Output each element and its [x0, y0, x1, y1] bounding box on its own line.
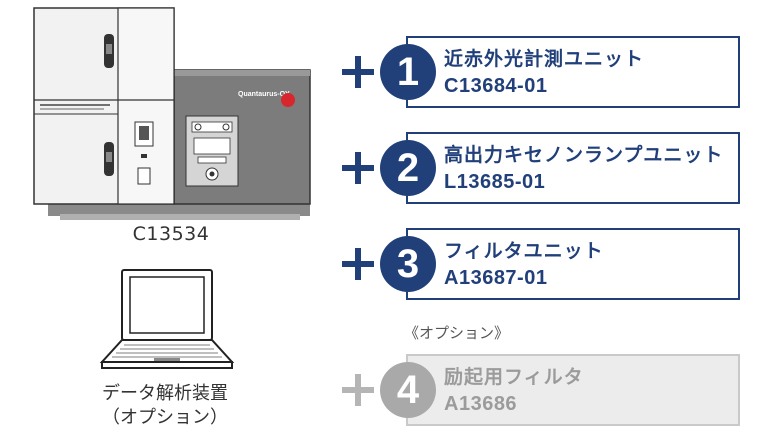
laptop-icon — [99, 269, 235, 369]
computer-caption-line1: データ解析装置 — [102, 383, 228, 404]
unit-1: 1 近赤外光計測ユニット C13684-01 — [340, 36, 750, 114]
unit-number-badge: 1 — [380, 44, 436, 100]
unit-4-optional: 4 励起用フィルタ A13686 — [340, 354, 750, 432]
unit-code: A13686 — [444, 393, 518, 415]
instrument-model-label: C13534 — [132, 223, 210, 245]
plus-icon — [340, 54, 376, 90]
unit-box: 励起用フィルタ A13686 — [406, 354, 740, 426]
unit-box: フィルタユニット A13687-01 — [406, 228, 740, 300]
unit-name: 励起用フィルタ — [444, 366, 584, 388]
unit-code: L13685-01 — [444, 171, 546, 193]
instrument-illustration: Quantaurus-QY — [33, 7, 311, 220]
plus-icon — [340, 246, 376, 282]
unit-name: 高出力キセノンランプユニット — [444, 144, 724, 166]
unit-2: 2 高出力キセノンランプユニット L13685-01 — [340, 132, 750, 210]
unit-name: フィルタユニット — [444, 240, 604, 262]
option-label: 《オプション》 — [404, 324, 510, 342]
unit-box: 近赤外光計測ユニット C13684-01 — [406, 36, 740, 108]
unit-code: A13687-01 — [444, 267, 548, 289]
plus-icon — [340, 372, 376, 408]
computer-caption-line2: （オプション） — [102, 407, 228, 428]
unit-name: 近赤外光計測ユニット — [444, 48, 645, 70]
unit-number-badge: 4 — [380, 362, 436, 418]
unit-3: 3 フィルタユニット A13687-01 — [340, 228, 750, 306]
unit-code: C13684-01 — [444, 75, 548, 97]
computer-caption: データ解析装置 （オプション） — [60, 382, 270, 430]
unit-number-badge: 2 — [380, 140, 436, 196]
plus-icon — [340, 150, 376, 186]
brand-mark: Quantaurus-QY — [238, 91, 290, 98]
unit-box: 高出力キセノンランプユニット L13685-01 — [406, 132, 740, 204]
unit-number-badge: 3 — [380, 236, 436, 292]
